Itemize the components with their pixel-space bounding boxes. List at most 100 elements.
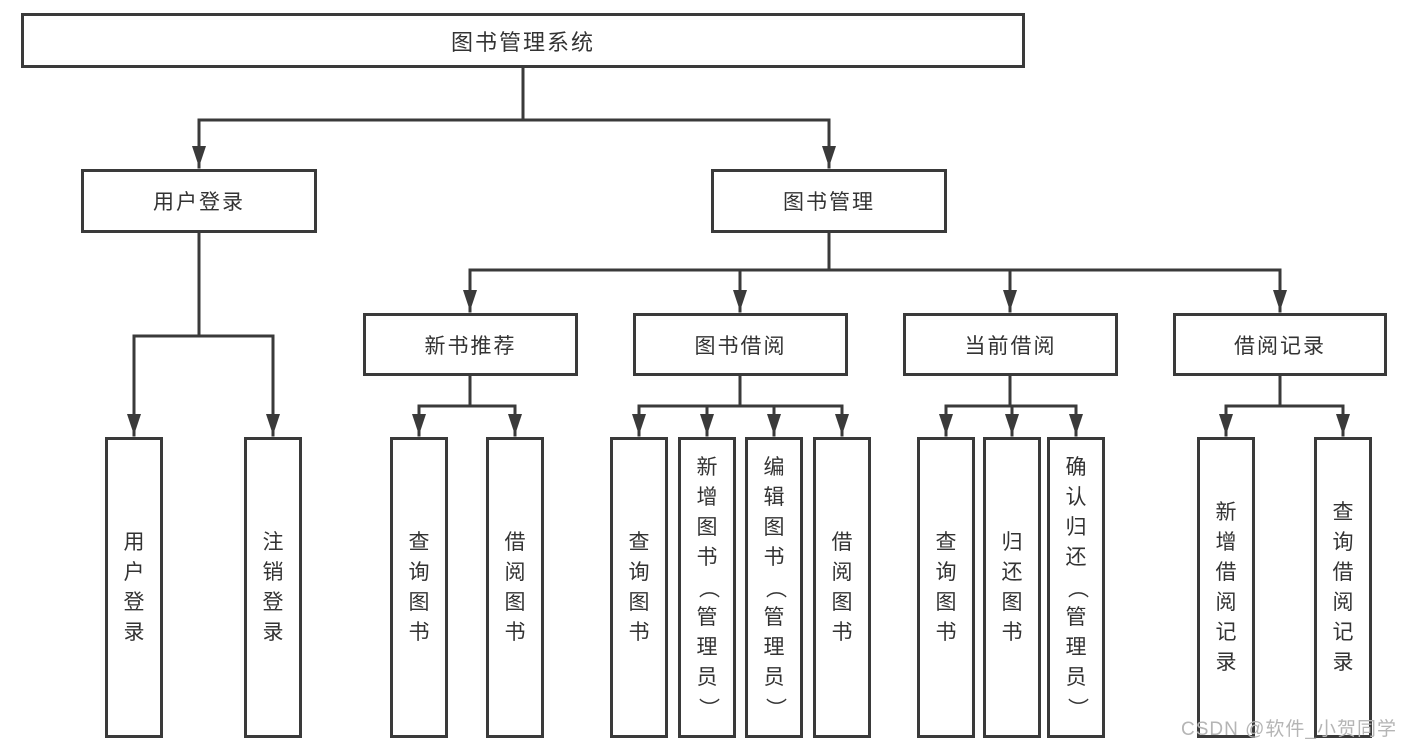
- node-book-borrow: 图书借阅: [633, 313, 848, 376]
- vertical-char: 认: [1065, 485, 1087, 509]
- vertical-char: 借: [1332, 560, 1354, 584]
- vertical-char: （: [1065, 577, 1088, 598]
- vertical-char: 阅: [504, 560, 526, 584]
- vertical-char: 录: [262, 620, 284, 644]
- vertical-char: ）: [1065, 697, 1088, 718]
- vertical-char: 增: [1215, 530, 1237, 554]
- connector-book-mgmt-to-level3: [463, 231, 1287, 313]
- vertical-char: 图: [504, 590, 526, 614]
- vertical-char: 销: [262, 560, 284, 584]
- vertical-char: 用: [123, 530, 145, 554]
- vertical-char: 借: [504, 530, 526, 554]
- leaf-query-book-borrow: 查询图书: [610, 437, 668, 738]
- vertical-char: 员: [763, 665, 785, 689]
- vertical-char: 户: [123, 560, 145, 584]
- vertical-char: 归: [1065, 515, 1087, 539]
- vertical-char: ）: [763, 697, 786, 718]
- vertical-char: 理: [763, 635, 785, 659]
- vertical-char: 登: [262, 590, 284, 614]
- vertical-char: 录: [1332, 650, 1354, 674]
- vertical-char: 查: [1332, 500, 1354, 524]
- leaf-borrow-book-recommend: 借阅图书: [486, 437, 544, 738]
- vertical-char: 查: [408, 530, 430, 554]
- vertical-char: 询: [408, 560, 430, 584]
- vertical-char: 借: [831, 530, 853, 554]
- vertical-char: 新: [696, 455, 718, 479]
- vertical-char: 记: [1215, 620, 1237, 644]
- vertical-char: 查: [935, 530, 957, 554]
- vertical-char: 书: [504, 620, 526, 644]
- vertical-char: 录: [123, 620, 145, 644]
- vertical-char: 确: [1065, 455, 1087, 479]
- vertical-char: 还: [1001, 560, 1023, 584]
- vertical-char: 询: [1332, 530, 1354, 554]
- vertical-char: 增: [696, 485, 718, 509]
- vertical-char: 书: [831, 620, 853, 644]
- node-library-system-root: 图书管理系统: [21, 13, 1025, 68]
- vertical-char: 登: [123, 590, 145, 614]
- vertical-char: 图: [1001, 590, 1023, 614]
- node-user-login: 用户登录: [81, 169, 317, 233]
- vertical-char: 记: [1332, 620, 1354, 644]
- vertical-char: 员: [1065, 665, 1087, 689]
- vertical-char: 阅: [831, 560, 853, 584]
- connector-new-book-rec-children: [412, 374, 522, 437]
- vertical-char: 图: [763, 515, 785, 539]
- connector-user-login-children: [127, 231, 280, 437]
- vertical-char: 书: [1001, 620, 1023, 644]
- vertical-char: 管: [763, 605, 785, 629]
- vertical-char: 理: [696, 635, 718, 659]
- vertical-char: 阅: [1332, 590, 1354, 614]
- vertical-char: 辑: [763, 485, 785, 509]
- vertical-char: 管: [1065, 605, 1087, 629]
- vertical-char: 询: [935, 560, 957, 584]
- vertical-char: 查: [628, 530, 650, 554]
- vertical-char: 理: [1065, 635, 1087, 659]
- leaf-return-book: 归还图书: [983, 437, 1041, 738]
- vertical-char: 书: [763, 545, 785, 569]
- vertical-char: 询: [628, 560, 650, 584]
- leaf-query-book-recommend: 查询图书: [390, 437, 448, 738]
- vertical-char: 图: [935, 590, 957, 614]
- vertical-char: 图: [696, 515, 718, 539]
- leaf-edit-book-admin: 编辑图书 （ 管理员 ）: [745, 437, 803, 738]
- connector-root-to-level2: [192, 66, 836, 169]
- vertical-char: 书: [935, 620, 957, 644]
- vertical-char: 编: [763, 455, 785, 479]
- vertical-char: 图: [628, 590, 650, 614]
- vertical-char: 归: [1001, 530, 1023, 554]
- vertical-char: （: [696, 577, 719, 598]
- vertical-char: ）: [696, 697, 719, 718]
- leaf-query-borrow-record: 查询借阅记录: [1314, 437, 1372, 738]
- vertical-char: 注: [262, 530, 284, 554]
- vertical-char: 借: [1215, 560, 1237, 584]
- vertical-char: 图: [831, 590, 853, 614]
- node-book-management: 图书管理: [711, 169, 947, 233]
- vertical-char: （: [763, 577, 786, 598]
- leaf-logout: 注销登录: [244, 437, 302, 738]
- node-new-book-recommend: 新书推荐: [363, 313, 578, 376]
- leaf-add-book-admin: 新增图书（管理员）: [678, 437, 736, 738]
- vertical-char: 新: [1215, 500, 1237, 524]
- vertical-char: 员: [696, 665, 718, 689]
- leaf-query-book-current: 查询图书: [917, 437, 975, 738]
- leaf-user-login: 用户登录: [105, 437, 163, 738]
- node-current-borrow: 当前借阅: [903, 313, 1118, 376]
- vertical-char: 还: [1065, 545, 1087, 569]
- leaf-borrow-book: 借阅图书: [813, 437, 871, 738]
- connector-book-borrow-children: [632, 374, 849, 437]
- connector-current-borrow-children: [939, 374, 1083, 437]
- vertical-char: 阅: [1215, 590, 1237, 614]
- vertical-char: 书: [408, 620, 430, 644]
- csdn-watermark: CSDN @软件_小贺同学: [1181, 719, 1397, 740]
- node-borrow-record: 借阅记录: [1173, 313, 1387, 376]
- leaf-confirm-return-admin: 确认归还 （ 管理员 ）: [1047, 437, 1105, 738]
- connector-borrow-record-children: [1219, 374, 1350, 437]
- vertical-char: 录: [1215, 650, 1237, 674]
- vertical-char: 图: [408, 590, 430, 614]
- leaf-add-borrow-record: 新增借阅记录: [1197, 437, 1255, 738]
- vertical-char: 管: [696, 605, 718, 629]
- vertical-char: 书: [628, 620, 650, 644]
